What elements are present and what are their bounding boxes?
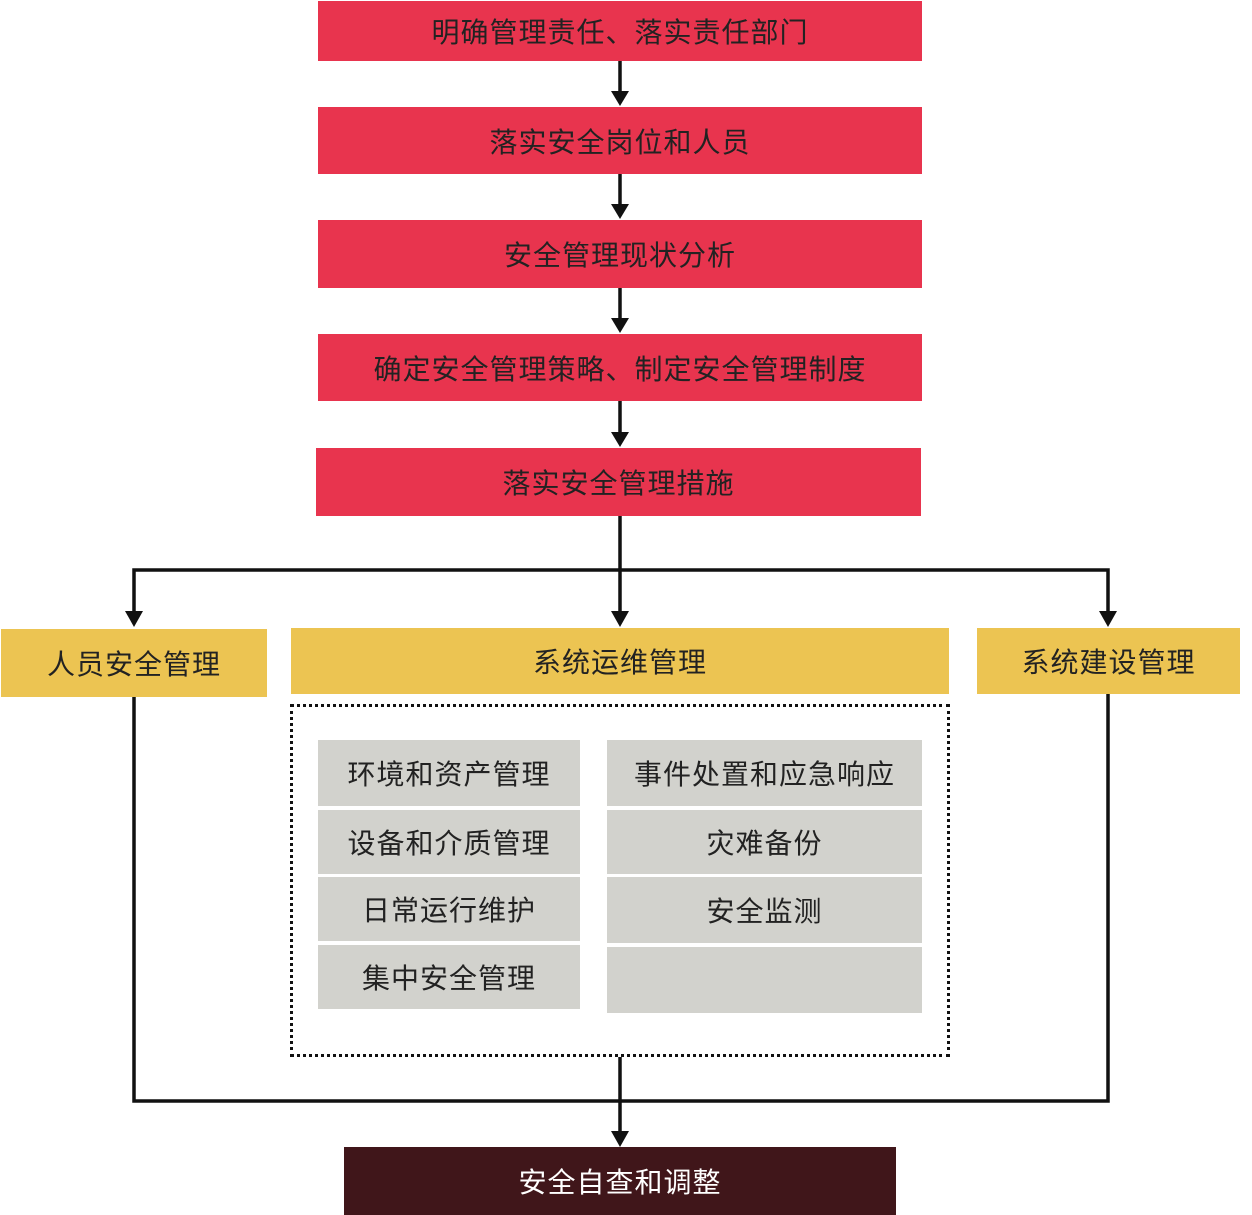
- branch-personnel: 人员安全管理: [1, 629, 267, 697]
- step-label-3: 安全管理现状分析: [503, 239, 736, 272]
- branch-operations-label: 系统运维管理: [532, 646, 707, 679]
- branch-operations: 系统运维管理: [291, 628, 949, 694]
- step-box-1: 明确管理责任、落实责任部门: [318, 1, 922, 61]
- final-label: 安全自查和调整: [518, 1166, 722, 1199]
- ops-item-left-1: 环境和资产管理: [318, 740, 580, 806]
- ops-item-right-4: [607, 947, 922, 1013]
- arrowhead-step-2: [611, 91, 629, 106]
- arrowhead-final: [611, 1131, 629, 1147]
- step-box-3: 安全管理现状分析: [318, 220, 922, 288]
- ops-item-left-4: 集中安全管理: [318, 945, 580, 1009]
- arrowhead-operations: [611, 611, 629, 627]
- ops-item-right-3-label: 安全监测: [706, 895, 823, 928]
- merge-right: [620, 694, 1110, 1103]
- arrowhead-construction: [1099, 611, 1117, 627]
- final-box: 安全自查和调整: [344, 1147, 896, 1215]
- arrowhead-step-5: [611, 432, 629, 447]
- step-box-4: 确定安全管理策略、制定安全管理制度: [318, 334, 922, 401]
- ops-item-left-2: 设备和介质管理: [318, 810, 580, 874]
- branch-construction: 系统建设管理: [977, 628, 1240, 694]
- branch-personnel-label: 人员安全管理: [46, 648, 221, 681]
- ops-item-left-2-label: 设备和介质管理: [347, 827, 551, 860]
- branch-horizontal: [132, 568, 1110, 612]
- step-box-2: 落实安全岗位和人员: [318, 107, 922, 174]
- ops-item-right-2: 灾难备份: [607, 810, 922, 874]
- step-label-4: 确定安全管理策略、制定安全管理制度: [373, 352, 867, 386]
- step-label-1: 明确管理责任、落实责任部门: [431, 16, 809, 49]
- ops-item-right-3: 安全监测: [607, 877, 922, 943]
- ops-item-right-1-label: 事件处置和应急响应: [633, 758, 895, 791]
- branch-construction-label: 系统建设管理: [1021, 646, 1196, 679]
- arrowhead-personnel: [125, 611, 143, 627]
- step-label-5: 落实安全管理措施: [502, 467, 735, 500]
- ops-item-left-3-label: 日常运行维护: [361, 894, 536, 927]
- merge-left: [132, 697, 620, 1103]
- ops-item-right-2-label: 灾难备份: [706, 827, 823, 860]
- ops-item-left-3: 日常运行维护: [318, 877, 580, 941]
- ops-item-right-1: 事件处置和应急响应: [607, 740, 922, 806]
- arrowhead-step-3: [611, 204, 629, 219]
- ops-item-left-4-label: 集中安全管理: [361, 962, 536, 995]
- ops-item-left-1-label: 环境和资产管理: [347, 758, 551, 791]
- step-box-5: 落实安全管理措施: [316, 448, 921, 516]
- operations-items-frame: [290, 704, 950, 1057]
- arrowhead-step-4: [611, 318, 629, 333]
- step-label-2: 落实安全岗位和人员: [489, 125, 751, 159]
